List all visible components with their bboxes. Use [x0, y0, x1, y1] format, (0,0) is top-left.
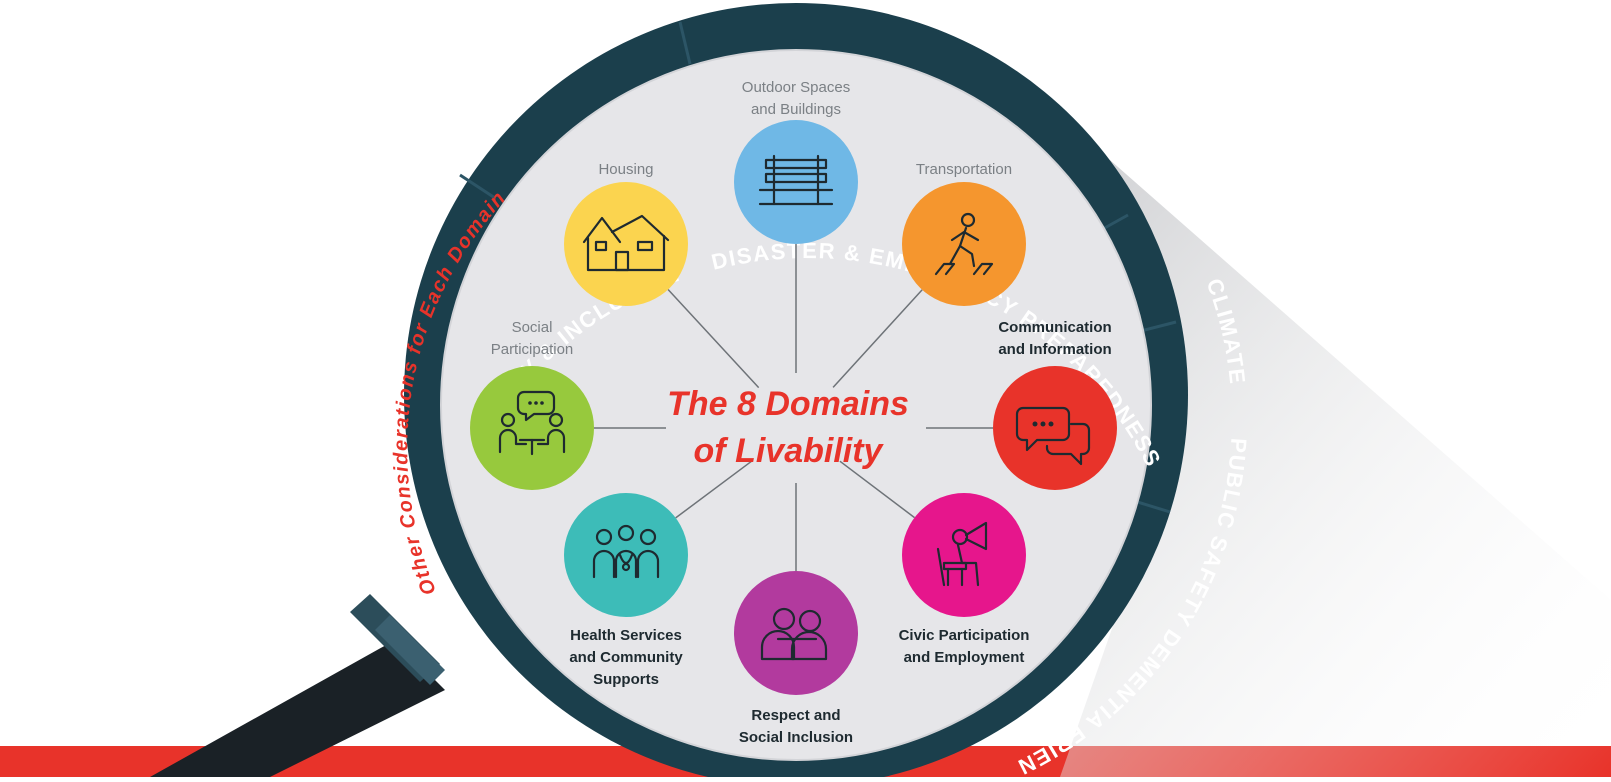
- chat-bubbles-icon: [1015, 406, 1091, 466]
- domain-label: Outdoor Spaces: [742, 79, 850, 96]
- domain-circle: [564, 493, 688, 617]
- lens-shadow: [1060, 160, 1611, 777]
- domain-node: Housing: [564, 161, 688, 306]
- pedestrian-crosswalk-icon: [934, 212, 994, 276]
- bench-icon: [758, 154, 834, 206]
- two-people-hug-icon: [760, 607, 828, 661]
- medical-team-icon: [592, 524, 660, 579]
- domain-circle: [902, 182, 1026, 306]
- domain-label: Civic Participation: [899, 627, 1030, 644]
- domain-label: and Buildings: [751, 101, 841, 118]
- house-icon: [582, 214, 670, 272]
- domain-nodes: Outdoor Spaces and BuildingsTransportatio…: [470, 79, 1117, 746]
- domain-label: Social: [512, 319, 553, 336]
- domain-label: Transportation: [916, 161, 1012, 178]
- domain-circle: [734, 571, 858, 695]
- domain-label: Respect and: [751, 707, 840, 724]
- domain-label: Communication: [998, 319, 1111, 336]
- center-title-line1: The 8 Domains: [667, 385, 909, 423]
- magnifier-handle: [150, 594, 445, 777]
- spoke-line: [839, 460, 915, 519]
- domain-label: Supports: [593, 671, 659, 688]
- domain-node: Transportation: [902, 161, 1026, 306]
- domain-node: Communication and Information: [993, 319, 1117, 490]
- domain-label: Participation: [491, 341, 574, 358]
- spoke-line: [667, 289, 760, 389]
- domain-label: Social Inclusion: [739, 729, 853, 746]
- domain-label: and Information: [998, 341, 1111, 358]
- domain-circle: [564, 182, 688, 306]
- domain-circle: [902, 493, 1026, 617]
- domain-node: Outdoor Spaces and Buildings: [734, 79, 858, 244]
- spoke-lines: [594, 244, 993, 571]
- domain-label: and Community: [569, 649, 683, 666]
- spoke-line: [832, 289, 923, 388]
- spoke-line: [675, 460, 753, 519]
- domain-label: Housing: [598, 161, 653, 178]
- lens-rim: [440, 49, 1152, 761]
- domain-circle: [470, 366, 594, 490]
- domain-label: and Employment: [904, 649, 1025, 666]
- center-title: The 8 Domains of Livability: [667, 385, 909, 470]
- megaphone-speaker-icon: [936, 521, 988, 587]
- domain-circle: [993, 366, 1117, 490]
- domain-label: Health Services: [570, 627, 682, 644]
- people-conversation-icon: [498, 390, 566, 456]
- center-title-line2: of Livability: [694, 432, 885, 470]
- domain-node: Civic Participation and Employment: [899, 493, 1030, 666]
